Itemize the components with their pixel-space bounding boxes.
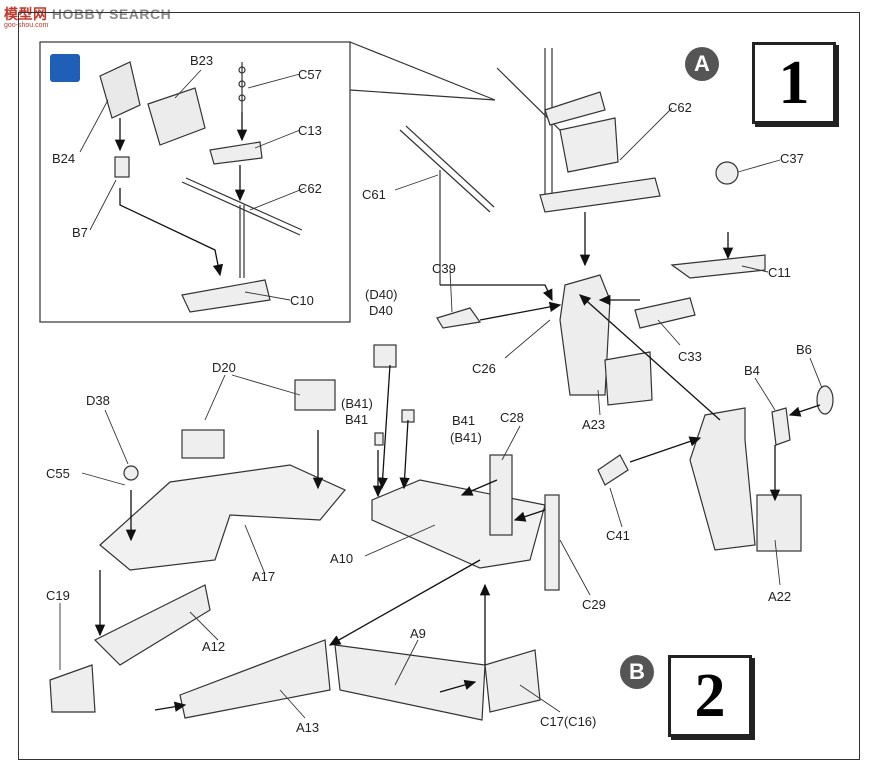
- label-b24: B24: [52, 151, 76, 166]
- part-c17: [484, 649, 541, 713]
- part-c62: [496, 48, 661, 213]
- part-d20: [181, 379, 336, 459]
- part-a10: [371, 479, 546, 569]
- label-a9: A9: [410, 626, 426, 641]
- label-d40-paren: (D40): [365, 287, 398, 302]
- label-d20: D20: [212, 360, 236, 375]
- label-c29: C29: [582, 597, 606, 612]
- part-d40: [373, 344, 397, 368]
- part-c28: [489, 454, 513, 536]
- label-c37: C37: [780, 151, 804, 166]
- step-1-number: 1: [752, 42, 836, 124]
- label-c61: C61: [362, 187, 386, 202]
- label-c13: C13: [298, 123, 322, 138]
- part-c33: [634, 297, 696, 329]
- label-b7: B7: [72, 225, 88, 240]
- glue-icon: [50, 54, 80, 82]
- part-a12: [93, 584, 211, 666]
- part-b41-small: [374, 432, 384, 446]
- part-c61: [399, 125, 495, 285]
- label-c26: C26: [472, 361, 496, 376]
- part-a23: [559, 274, 653, 406]
- label-b4: B4: [744, 363, 760, 378]
- watermark: 模型网 HOBBY SEARCH: [4, 4, 171, 24]
- label-b41-right-paren: (B41): [450, 430, 482, 445]
- part-c39: [436, 307, 482, 329]
- label-c39: C39: [432, 261, 456, 276]
- label-c17-c16: C17(C16): [540, 714, 597, 729]
- label-b6: B6: [796, 342, 812, 357]
- part-d38: [123, 465, 139, 481]
- part-a22: [689, 407, 802, 552]
- label-c19: C19: [46, 588, 70, 603]
- part-c19: [49, 664, 96, 713]
- step-2-number: 2: [668, 655, 752, 737]
- label-c62: C62: [668, 100, 692, 115]
- label-c33: C33: [678, 349, 702, 364]
- part-c29: [544, 494, 560, 591]
- instruction-frame: [18, 12, 860, 760]
- label-a10: A10: [330, 551, 354, 566]
- part-a17: [99, 464, 346, 571]
- part-c62-inset: [181, 177, 303, 278]
- label-a17: A17: [252, 569, 276, 584]
- part-a9: [334, 644, 486, 721]
- label-a23: A23: [582, 417, 606, 432]
- label-a12: A12: [202, 639, 226, 654]
- label-c41: C41: [606, 528, 630, 543]
- watermark-url: goo-shou.com: [4, 22, 49, 29]
- part-b7: [114, 156, 130, 178]
- part-b24: [99, 61, 141, 119]
- part-c10: [181, 279, 271, 313]
- label-c55: C55: [46, 466, 70, 481]
- label-d38: D38: [86, 393, 110, 408]
- label-b41: B41: [345, 412, 369, 427]
- label-b23: B23: [190, 53, 214, 68]
- label-b41-paren: (B41): [341, 396, 373, 411]
- part-b4: [771, 407, 791, 446]
- label-c28: C28: [500, 410, 524, 425]
- watermark-en: HOBBY SEARCH: [51, 6, 172, 22]
- label-b41-right: B41: [452, 413, 476, 428]
- part-c37: [715, 161, 739, 185]
- part-c11: [670, 254, 766, 279]
- part-c41: [597, 454, 629, 486]
- watermark-cn: 模型网: [4, 6, 48, 22]
- label-a13: A13: [296, 720, 320, 735]
- label-c62-inset: C62: [298, 181, 322, 196]
- detail-inset: [39, 41, 351, 323]
- label-d40: D40: [369, 303, 393, 318]
- label-c11: C11: [768, 265, 791, 280]
- part-b6: [816, 385, 834, 415]
- step-2-circle: B: [620, 655, 654, 689]
- part-c13: [209, 141, 263, 165]
- label-c57: C57: [298, 67, 322, 82]
- label-c10: C10: [290, 293, 314, 308]
- label-a22: A22: [768, 589, 792, 604]
- part-c57: [238, 62, 246, 112]
- step-1-circle: A: [685, 47, 719, 81]
